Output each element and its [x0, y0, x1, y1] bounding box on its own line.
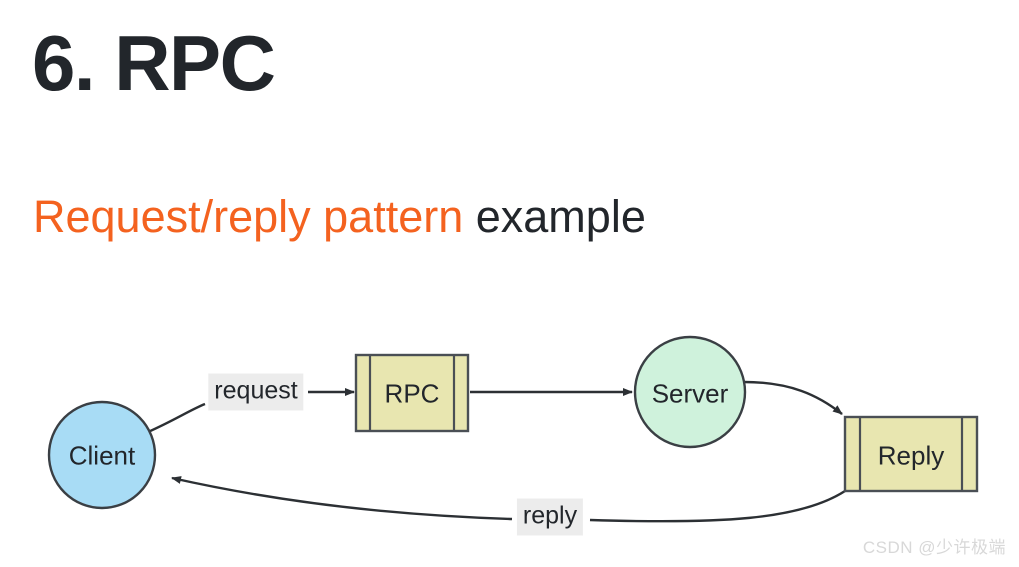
edge-label-reply: reply: [516, 498, 584, 536]
slide-subtitle: Request/reply pattern example: [33, 192, 646, 242]
subtitle-plain-text: example: [463, 191, 646, 242]
node-client-shape[interactable]: [47, 400, 157, 510]
node-reply-shape[interactable]: [843, 415, 979, 493]
edge-reply-to-label: [589, 489, 846, 523]
edge-server-to-reply: [743, 380, 843, 415]
csdn-watermark: CSDN @少许极端: [862, 538, 1006, 557]
node-server-shape[interactable]: [633, 335, 747, 449]
node-rpc-shape[interactable]: [354, 353, 470, 433]
edge-label-request: request: [208, 373, 304, 411]
page-title: 6. RPC: [32, 19, 276, 107]
subtitle-accent-text: Request/reply pattern: [33, 191, 464, 242]
edge-reply-to-client: [171, 476, 513, 521]
edge-client-to-request-label: [147, 402, 206, 434]
